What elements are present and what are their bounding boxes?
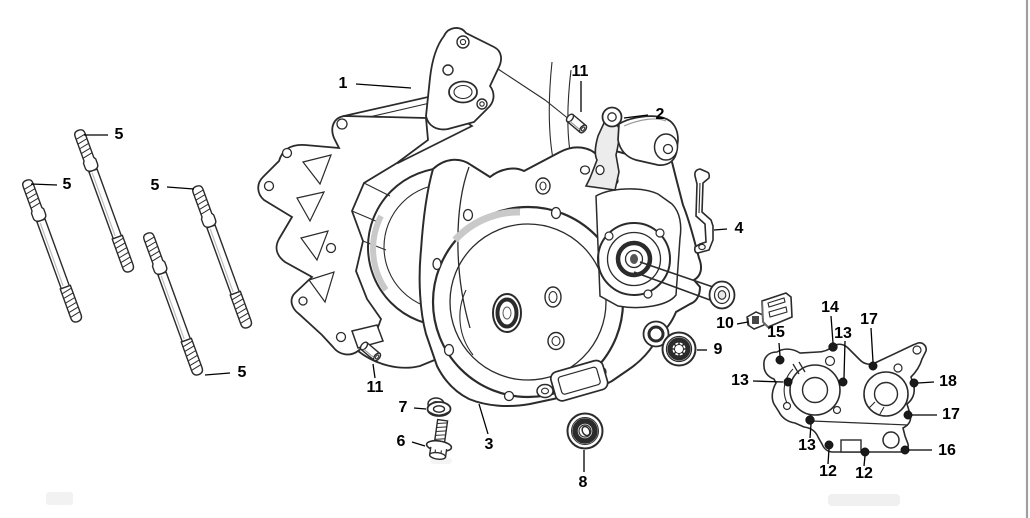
leader-line-clip <box>736 321 749 325</box>
callout-label-cover-screw: 13 <box>798 437 816 454</box>
leader-line-cover-screw <box>752 380 784 383</box>
callout-label-cover-screw: 17 <box>860 311 878 328</box>
crankcase-left-half <box>257 27 575 369</box>
callout-label-crankcase-left-half: 1 <box>339 75 348 92</box>
leader-line-cover-screw <box>827 448 830 465</box>
leader-line-cover-screw <box>917 381 935 384</box>
callout-label-sealing-washer: 7 <box>399 399 408 416</box>
stud-bolts <box>19 127 255 378</box>
callout-label-chain-guide-bracket: 4 <box>735 220 744 237</box>
callout-label-stud-bolt: 5 <box>63 176 72 193</box>
callout-label-cover-screw: 14 <box>821 299 839 316</box>
stud-bolt-1 <box>19 177 85 325</box>
callout-label-dowel-pin: 11 <box>572 63 589 80</box>
callout-label-hanger-bracket: 2 <box>656 106 665 123</box>
leader-line-crankcase-left-half <box>355 83 412 89</box>
callout-label-stud-bolt: 5 <box>151 177 160 194</box>
chain-guide-bracket <box>694 168 714 254</box>
screw-dots <box>775 342 919 457</box>
callout-label-cover-screw: 12 <box>855 465 873 482</box>
callout-label-cover-screw: 18 <box>939 373 957 390</box>
callout-label-clip: 10 <box>716 315 734 332</box>
callout-label-dowel-pin: 11 <box>367 379 384 396</box>
leader-line-drain-bolt <box>411 441 426 447</box>
leader-line-hanger-bracket <box>623 114 649 119</box>
hanger-bracket <box>584 106 623 191</box>
clip <box>746 311 766 330</box>
leader-line-cover-screw <box>870 327 874 363</box>
callout-label-slotted-bracket: 15 <box>767 324 785 341</box>
leader-line-stud-bolt <box>166 186 195 190</box>
leader-line-crankcase-right-half <box>478 403 489 435</box>
callout-label-cover-screw: 13 <box>834 325 852 342</box>
callout-label-stud-bolt: 5 <box>115 126 124 143</box>
slotted-bracket <box>761 292 793 328</box>
callout-label-drain-bolt: 6 <box>397 433 406 450</box>
callout-label-crankcase-right-half: 3 <box>485 436 494 453</box>
stud-bolt-2 <box>71 127 137 275</box>
bearing <box>661 331 697 367</box>
callout-label-stud-bolt: 5 <box>238 364 247 381</box>
callout-label-oil-seal: 8 <box>579 474 588 491</box>
crankcase-right-half <box>418 146 736 411</box>
leader-line-sealing-washer <box>413 407 427 410</box>
leader-line-stud-bolt <box>30 183 58 186</box>
leader-line-cover-screw <box>809 423 812 439</box>
leader-line-cover-screw <box>843 340 846 379</box>
leader-line-cover-screw <box>863 455 866 467</box>
stud-bolt-3 <box>140 230 206 378</box>
leader-line-stud-bolt <box>204 372 231 376</box>
callout-label-cover-screw: 12 <box>819 463 837 480</box>
leader-line-dowel-pin <box>372 363 376 379</box>
top-cylinder-boss <box>617 115 679 166</box>
stud-bolt-4 <box>189 183 255 331</box>
cover-plate <box>763 342 927 457</box>
callout-label-bearing: 9 <box>714 341 723 358</box>
drain-bolt <box>425 418 453 460</box>
callout-label-cover-screw: 17 <box>942 406 960 423</box>
callout-label-cover-screw: 16 <box>938 442 956 459</box>
sealing-washer <box>426 401 452 417</box>
faint-smudges <box>46 458 900 506</box>
leader-line-chain-guide-bracket <box>713 228 728 231</box>
leader-line-slotted-bracket <box>778 342 781 357</box>
leader-line-cover-screw <box>830 315 834 344</box>
callout-label-cover-screw: 13 <box>731 372 749 389</box>
oil-seal <box>566 412 604 450</box>
